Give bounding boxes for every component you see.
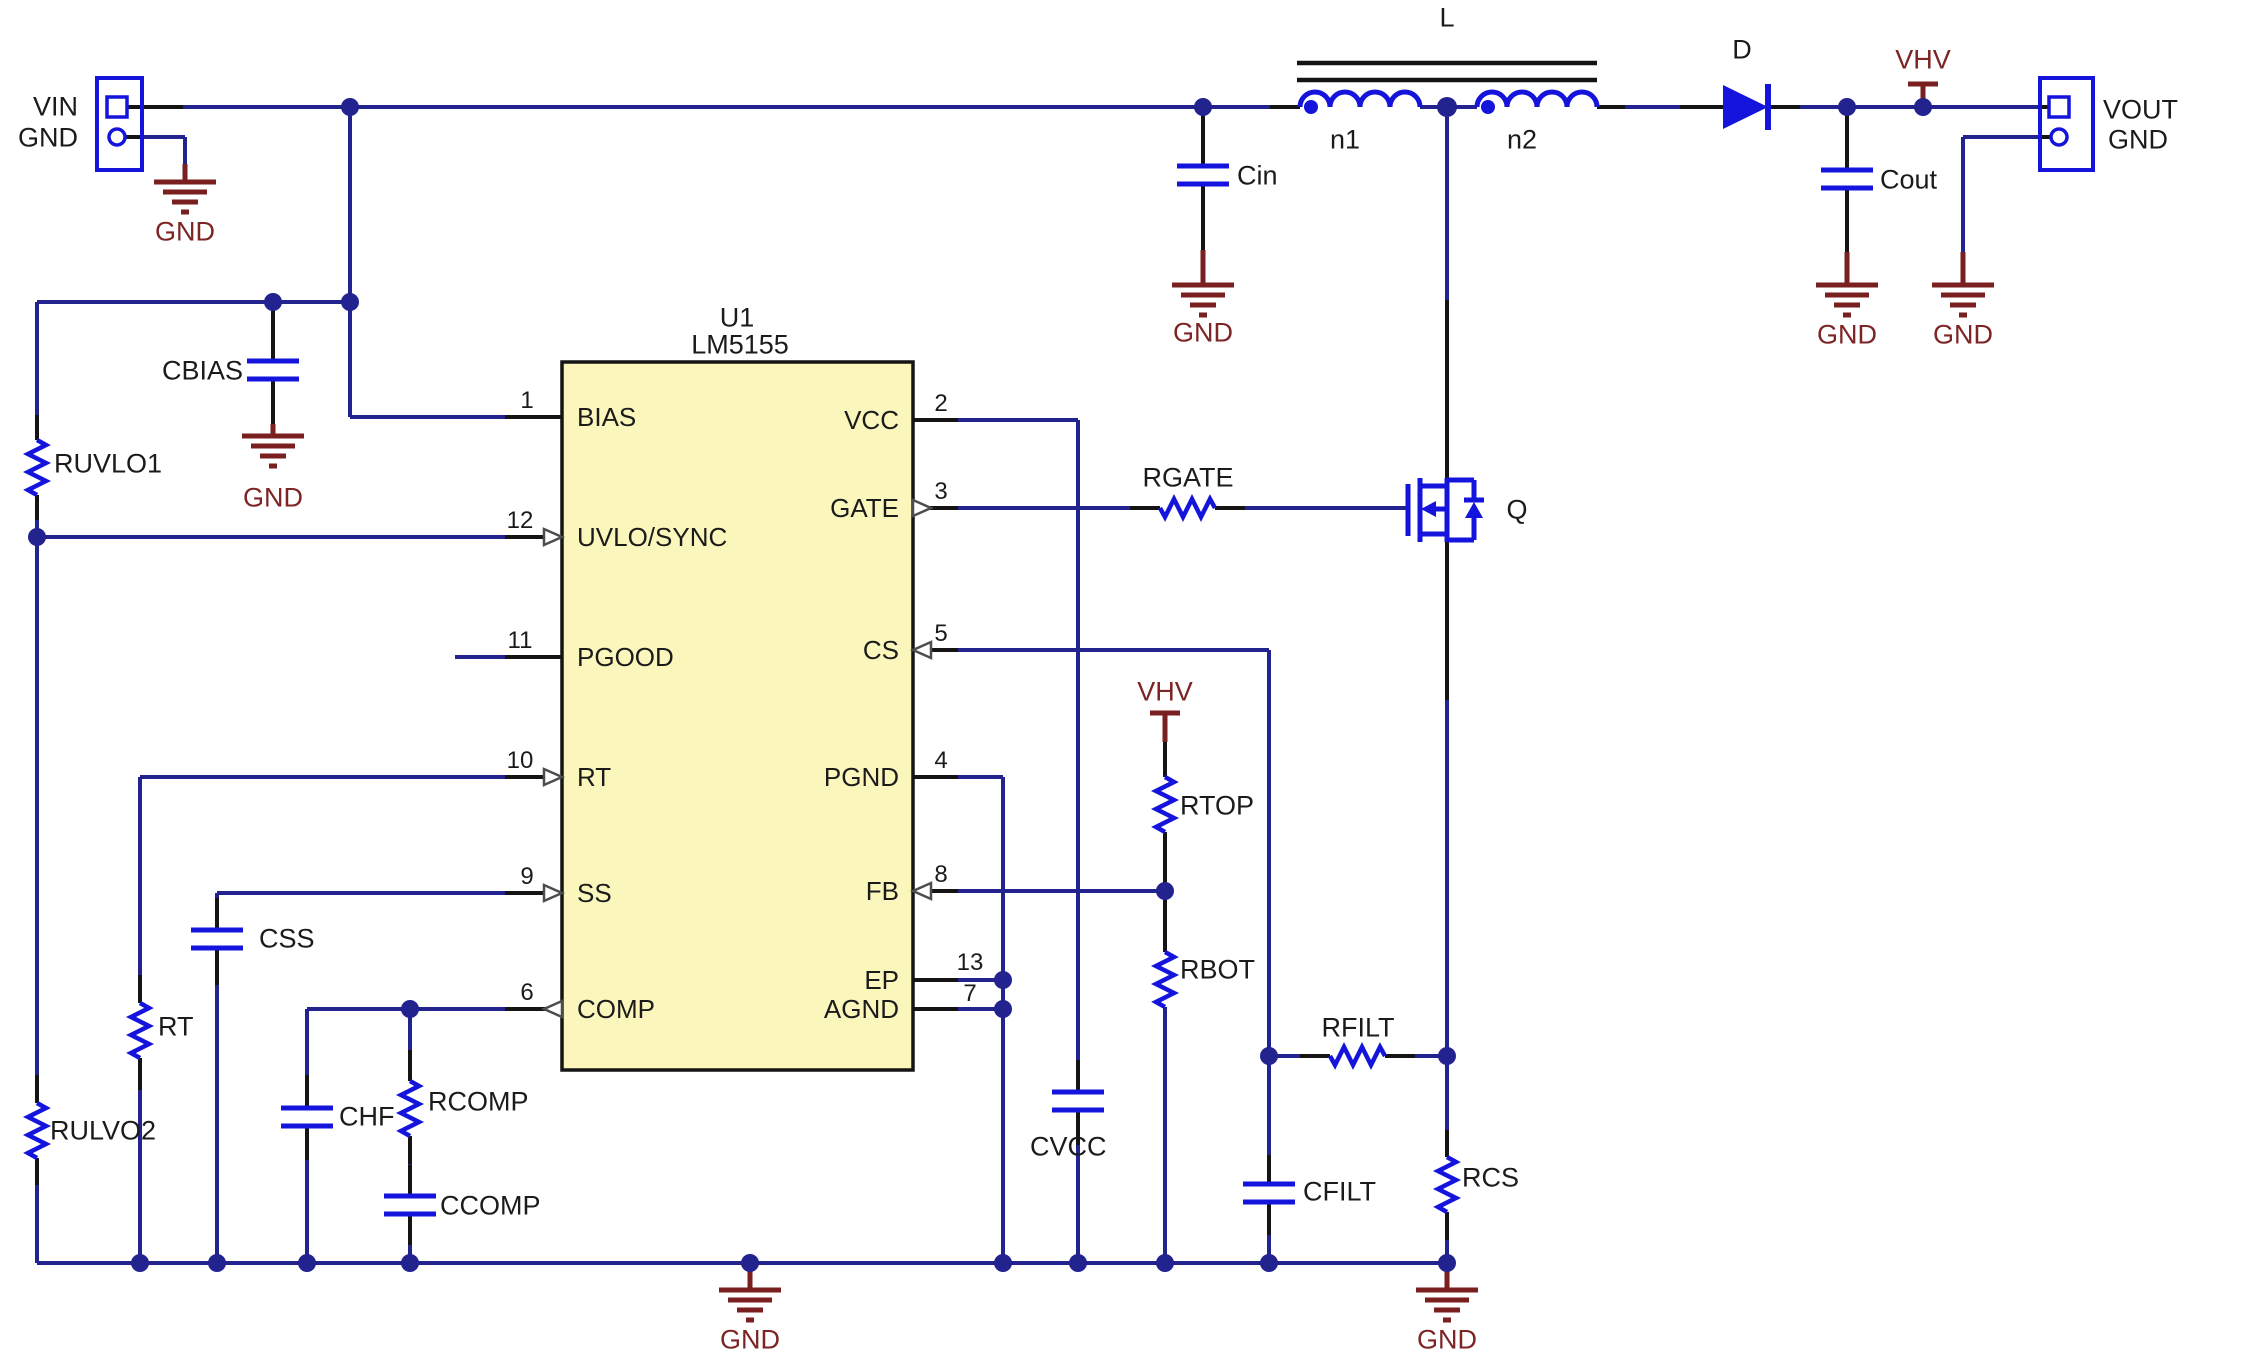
ccomp-label: CCOMP [440, 1190, 541, 1221]
rbot-label: RBOT [1180, 954, 1256, 985]
pin-name-bias: BIAS [577, 402, 637, 432]
ruvlo1-label: RUVLO1 [54, 448, 163, 479]
diode-icon [1723, 84, 1771, 130]
n2-label: n2 [1506, 124, 1538, 155]
cbias-label: CBIAS [161, 355, 243, 386]
pin-name-agnd: AGND [823, 994, 899, 1024]
pin-num-1: 1 [520, 387, 534, 414]
pin-name-comp: COMP [577, 994, 655, 1024]
pin-num-12: 12 [506, 507, 534, 534]
pin-name-ep: EP [864, 965, 899, 995]
rfilt-label: RFILT [1321, 1012, 1395, 1043]
pin-name-cs: CS [862, 635, 899, 665]
pin-num-13: 13 [956, 949, 984, 976]
rtop-label: RTOP [1180, 790, 1255, 821]
rcomp-label: RCOMP [428, 1086, 529, 1117]
gnd-net-label: GND [243, 482, 303, 513]
inductor-label: L [1439, 2, 1455, 33]
pin-num-3: 3 [934, 478, 948, 505]
gnd-net-label: GND [155, 216, 215, 247]
cout-label: Cout [1880, 164, 1938, 195]
cvcc-label: CVCC [1030, 1131, 1107, 1162]
pin-num-2: 2 [934, 390, 948, 417]
vout-connector [2038, 76, 2095, 172]
vin-label: VIN [32, 91, 78, 122]
css-label: CSS [259, 923, 315, 954]
ic-body [560, 360, 915, 1072]
ic-refdes: U1 [719, 302, 755, 333]
pin-num-11: 11 [507, 627, 533, 654]
vhv-net-label: VHV [1137, 676, 1193, 707]
pin-num-8: 8 [934, 861, 948, 888]
rcs-label: RCS [1462, 1162, 1520, 1193]
gnd-net-label: GND [1173, 317, 1233, 348]
cin-label: Cin [1237, 160, 1278, 191]
diode-label: D [1732, 34, 1752, 65]
gnd-net-label: GND [1817, 319, 1877, 350]
gnd-net-label: GND [1417, 1324, 1477, 1355]
pin-name-ss: SS [577, 878, 612, 908]
chf-label: CHF [339, 1101, 395, 1132]
rt-label: RT [158, 1011, 194, 1042]
vhv-net-label: VHV [1895, 44, 1951, 75]
ground-symbols [154, 81, 1994, 1323]
junction-dots [28, 97, 1932, 1272]
pin-name-vcc: VCC [844, 405, 899, 435]
pin-num-7: 7 [963, 980, 977, 1007]
inductor-icon [1297, 60, 1600, 114]
pin-stubs [35, 105, 2051, 1245]
cfilt-label: CFILT [1303, 1176, 1376, 1207]
wires [35, 105, 2040, 1265]
pin-num-10: 10 [506, 747, 534, 774]
n1-polarity-dot [1304, 100, 1318, 114]
pin-name-gate: GATE [830, 493, 899, 523]
n2-polarity-dot [1481, 100, 1495, 114]
gnd-net-label: GND [720, 1324, 780, 1355]
vin-connector [95, 76, 144, 172]
pin-name-pgnd: PGND [823, 762, 899, 792]
vout-gnd-label: GND [2108, 124, 2168, 155]
pin-name-rt: RT [577, 762, 612, 792]
capacitor-icons [191, 163, 1873, 1217]
pin-arrows [540, 498, 935, 1019]
gnd-net-label: GND [1933, 319, 1993, 350]
ic-partnumber: LM5155 [691, 329, 789, 360]
pin-num-9: 9 [520, 863, 534, 890]
pin-num-4: 4 [934, 747, 948, 774]
mosfet-icon [1405, 477, 1484, 543]
rgate-label: RGATE [1142, 462, 1234, 493]
n1-label: n1 [1329, 124, 1361, 155]
pin-name-fb: FB [865, 876, 899, 906]
vin-gnd-label: GND [18, 122, 78, 153]
rulvo2-label: RULVO2 [50, 1115, 157, 1146]
resistor-icons [22, 438, 1462, 1214]
pin-name-pgood: PGOOD [577, 642, 674, 672]
pin-num-5: 5 [934, 620, 948, 647]
pin-num-6: 6 [520, 979, 534, 1006]
pin-name-uvlo-sync: UVLO/SYNC [577, 522, 728, 552]
vout-label: VOUT [2103, 94, 2179, 125]
mosfet-label: Q [1506, 494, 1528, 525]
